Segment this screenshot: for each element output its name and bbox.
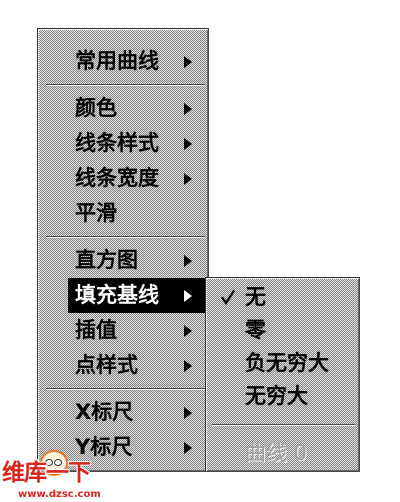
menu-item-label: Y标尺	[75, 435, 133, 459]
submenu-item-curve-0: 曲线 0	[206, 437, 359, 470]
watermark-url: www.dzsc.com	[18, 489, 101, 500]
submenu-item-zero[interactable]: 零	[206, 314, 359, 347]
menu-item-label: 线条宽度	[75, 166, 159, 190]
submenu-item-none[interactable]: 无	[206, 281, 359, 314]
submenu-item-label: 无穷大	[245, 384, 308, 408]
submenu-arrow-icon	[184, 254, 192, 267]
fill-baseline-submenu: 无 零 负无穷大 无穷大 曲线 0	[205, 277, 360, 472]
menu-item-common-curves[interactable]: 常用曲线	[68, 44, 205, 79]
watermark-brand: 维库一下	[2, 460, 91, 486]
submenu-item-label: 曲线 0	[245, 441, 308, 465]
menu-item-line-style[interactable]: 线条样式	[68, 126, 205, 161]
menu-item-label: 颜色	[75, 96, 117, 120]
menu-item-label: 直方图	[75, 248, 138, 272]
menu-item-label: 点样式	[75, 353, 138, 377]
menu-separator	[46, 231, 205, 243]
submenu-arrow-icon	[184, 172, 192, 185]
menu-separator	[46, 383, 205, 395]
watermark: 维库一下 www.dzsc.com	[2, 450, 102, 502]
menu-item-y-scale[interactable]: Y标尺	[68, 430, 205, 465]
menu-item-histogram[interactable]: 直方图	[68, 243, 205, 278]
submenu-arrow-icon	[184, 359, 192, 372]
submenu-arrow-icon	[184, 406, 192, 419]
menu-item-label: 常用曲线	[75, 49, 159, 73]
context-menu: 常用曲线 颜色 线条样式 线条宽度 平滑 直方图 填充基线 插值 点样式 X标尺	[37, 28, 209, 472]
menu-separator	[46, 79, 205, 91]
menu-item-smooth[interactable]: 平滑	[68, 196, 205, 231]
menu-item-line-width[interactable]: 线条宽度	[68, 161, 205, 196]
submenu-item-label: 负无穷大	[245, 351, 329, 375]
submenu-separator	[212, 413, 355, 437]
menu-item-point-style[interactable]: 点样式	[68, 348, 205, 383]
submenu-arrow-icon	[184, 137, 192, 150]
submenu-item-label: 零	[245, 318, 266, 342]
submenu-arrow-icon	[184, 324, 192, 337]
menu-item-x-scale[interactable]: X标尺	[68, 395, 205, 430]
submenu-arrow-icon	[184, 289, 192, 302]
submenu-arrow-icon	[184, 441, 192, 454]
menu-item-fill-baseline[interactable]: 填充基线	[68, 278, 205, 313]
check-icon	[221, 290, 235, 305]
mascot-icon	[40, 450, 68, 476]
menu-item-label: X标尺	[75, 400, 134, 424]
submenu-arrow-icon	[184, 55, 192, 68]
menu-item-interpolation[interactable]: 插值	[68, 313, 205, 348]
menu-item-label: 平滑	[75, 201, 117, 225]
menu-item-label: 线条样式	[75, 131, 159, 155]
submenu-item-label: 无	[245, 285, 266, 309]
menu-item-color[interactable]: 颜色	[68, 91, 205, 126]
submenu-item-negative-infinity[interactable]: 负无穷大	[206, 347, 359, 380]
menu-item-label: 填充基线	[75, 283, 159, 307]
menu-item-label: 插值	[75, 318, 117, 342]
submenu-item-infinity[interactable]: 无穷大	[206, 380, 359, 413]
submenu-arrow-icon	[184, 102, 192, 115]
